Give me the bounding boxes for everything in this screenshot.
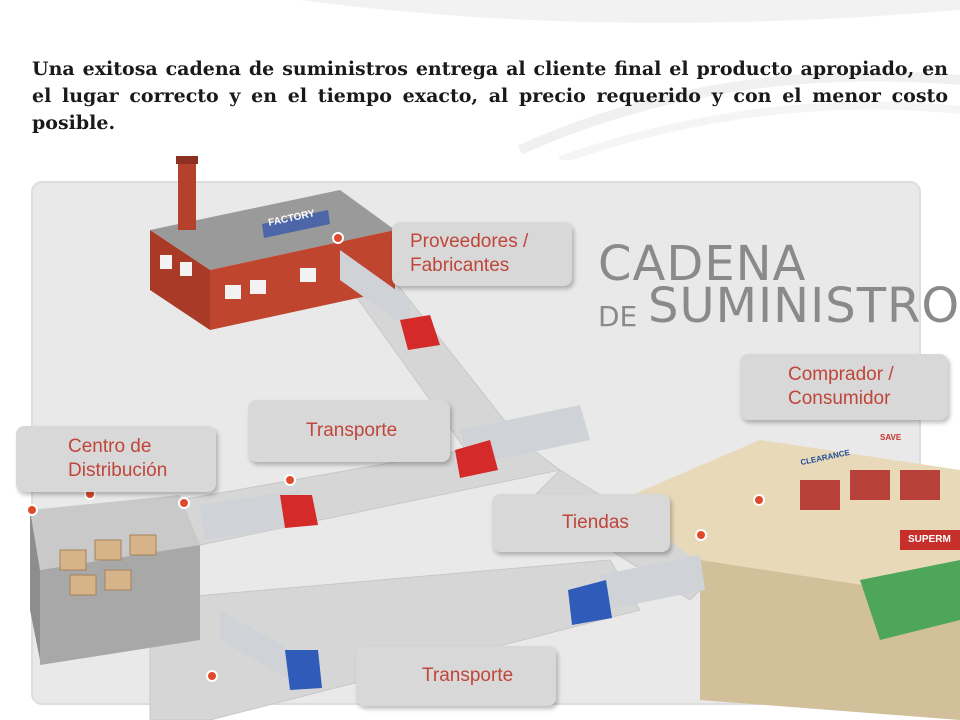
- save-sign: SAVE: [880, 433, 902, 442]
- distribution-center: [30, 495, 200, 665]
- factory-building: [150, 156, 395, 330]
- label-transporte-2-text: Transporte: [422, 665, 514, 686]
- truck-red-1: [340, 250, 440, 350]
- intro-paragraph: Una exitosa cadena de suministros entreg…: [32, 56, 948, 137]
- label-transporte-1-text: Transporte: [306, 420, 398, 441]
- background-swoosh: [300, 0, 960, 160]
- supermarket-sign: SUPERM: [908, 534, 951, 545]
- label-comprador: Comprador / Consumidor: [740, 354, 948, 420]
- supply-chain-diagram: [26, 156, 960, 720]
- truck-red-3: [200, 490, 318, 540]
- label-centro-line2: Distribución: [68, 460, 168, 481]
- label-proveedores: Proveedores / Fabricantes: [392, 222, 572, 286]
- label-tiendas: Tiendas: [492, 494, 670, 552]
- truck-blue-2: [220, 610, 322, 690]
- intro-text: Una exitosa cadena de suministros entreg…: [32, 58, 948, 134]
- label-centro-line1: Centro de: [68, 436, 152, 457]
- title-cadena: CADENA: [598, 236, 807, 292]
- store-building: [620, 440, 960, 720]
- label-comprador-line1: Comprador /: [788, 364, 894, 385]
- truck-red-2: [455, 405, 590, 478]
- truck-blue-1: [568, 555, 705, 625]
- label-transporte-1: Transporte: [248, 400, 450, 462]
- label-proveedores-line2: Fabricantes: [410, 255, 510, 276]
- label-tiendas-text: Tiendas: [562, 512, 629, 533]
- label-centro: Centro de Distribución: [16, 426, 216, 492]
- label-transporte-2: Transporte: [356, 646, 556, 706]
- title-de: DE: [598, 300, 638, 333]
- label-comprador-line2: Consumidor: [788, 388, 891, 409]
- label-proveedores-line1: Proveedores /: [410, 231, 529, 252]
- intro-period: .: [108, 112, 116, 134]
- title-suministro: SUMINISTRO: [648, 278, 960, 334]
